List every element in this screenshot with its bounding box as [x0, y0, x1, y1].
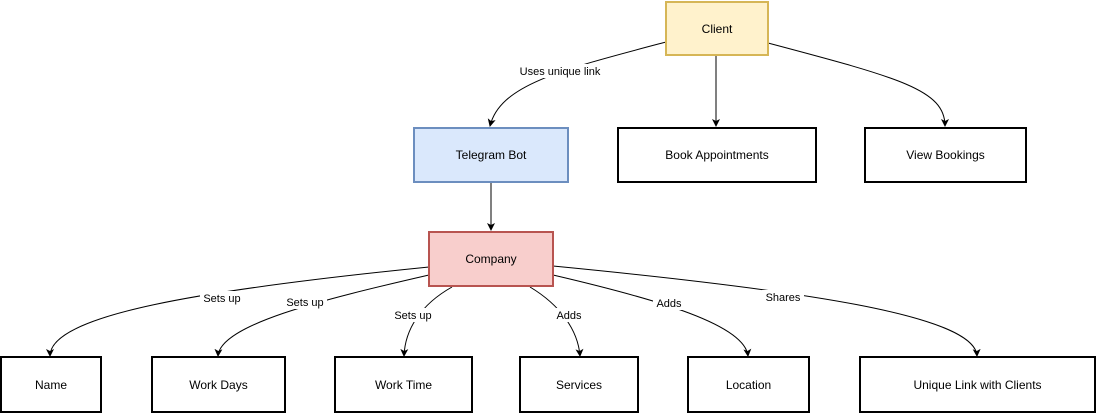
node-company[interactable]: Company [428, 231, 554, 287]
node-unique-link[interactable]: Unique Link with Clients [859, 356, 1096, 413]
node-work-time-label: Work Time [374, 377, 433, 392]
edge-company-to-work-days [214, 274, 430, 357]
node-location-label: Location [725, 377, 772, 392]
node-telegram-bot[interactable]: Telegram Bot [413, 127, 569, 183]
node-unique-link-label: Unique Link with Clients [913, 377, 1042, 392]
node-services-label: Services [555, 377, 602, 392]
node-work-days[interactable]: Work Days [151, 356, 286, 413]
edge-label-adds-services: Adds [556, 310, 582, 322]
edge-company-to-location [552, 274, 752, 357]
node-client[interactable]: Client [665, 1, 769, 56]
node-book-appointments[interactable]: Book Appointments [617, 127, 817, 183]
edge-label-shares-unique-link: Shares [766, 292, 801, 304]
edge-label-uses-unique-link: Uses unique link [520, 66, 601, 78]
node-name[interactable]: Name [0, 356, 102, 413]
node-view-bookings[interactable]: View Bookings [864, 127, 1027, 183]
node-company-label: Company [465, 252, 517, 266]
edge-company-to-name [46, 266, 430, 357]
node-work-days-label: Work Days [189, 377, 248, 392]
edge-label-sets-up-work-time: Sets up [394, 310, 431, 322]
edge-company-to-unique-link [552, 265, 981, 357]
edge-label-sets-up-work-days: Sets up [286, 297, 323, 309]
edge-label-sets-up-name: Sets up [203, 293, 240, 305]
node-book-appointments-label: Book Appointments [665, 148, 769, 162]
node-work-time[interactable]: Work Time [334, 356, 473, 413]
edge-label-adds-location: Adds [656, 298, 682, 310]
node-client-label: Client [701, 21, 733, 36]
node-telegram-bot-label: Telegram Bot [455, 148, 527, 162]
edge-client-to-telegram-bot [487, 41, 667, 127]
node-view-bookings-label: View Bookings [906, 148, 985, 162]
node-name-label: Name [34, 377, 67, 392]
edge-client-to-view-bookings [767, 42, 949, 127]
node-services[interactable]: Services [519, 356, 639, 413]
node-location[interactable]: Location [687, 356, 810, 413]
